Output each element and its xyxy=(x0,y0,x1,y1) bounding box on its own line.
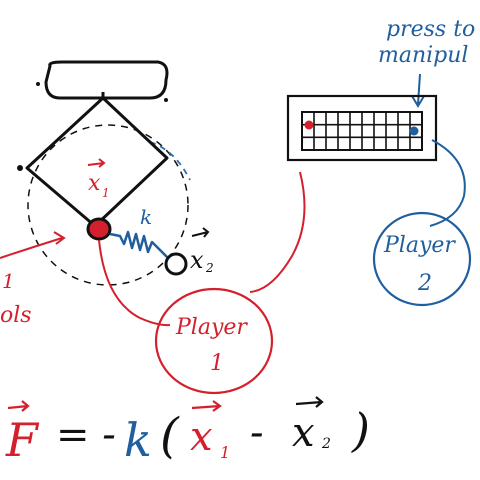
eq-minus: - xyxy=(250,410,264,456)
player2-title: Player xyxy=(383,233,456,258)
x1-vector-label: x 1 xyxy=(87,158,110,200)
keyboard-key-grid xyxy=(302,112,422,150)
eq-x1: x xyxy=(190,414,213,460)
press-arrow xyxy=(411,73,425,108)
x1-subscript: 1 xyxy=(102,186,110,200)
eq-x2-sub: 2 xyxy=(321,436,331,452)
eq-F: F xyxy=(5,413,40,467)
x2-vector-label: x 2 xyxy=(190,227,214,275)
pivot-dot-left xyxy=(36,82,40,86)
player1-badge[interactable] xyxy=(154,287,274,395)
player1-title: Player xyxy=(175,315,248,340)
eq-x1-sub: 1 xyxy=(220,443,230,462)
mass-x1[interactable] xyxy=(86,217,112,241)
eq-lparen: ( xyxy=(160,408,180,464)
x2-label: x xyxy=(190,246,204,274)
k-label: k xyxy=(140,205,152,229)
force-equation: F = - k ( x 1 - x 2 ) xyxy=(5,396,370,467)
x1-label: x xyxy=(88,171,101,196)
mass-x2[interactable] xyxy=(164,252,188,276)
left-node xyxy=(17,165,23,171)
player1-connector-left xyxy=(98,239,171,327)
dashed-orbit xyxy=(27,124,189,286)
player2-badge[interactable] xyxy=(372,211,472,307)
press-note-line1: press to xyxy=(386,17,475,42)
press-note-line2: manipul xyxy=(378,43,468,68)
keyboard-frame xyxy=(286,94,438,162)
player2-number: 2 xyxy=(417,271,432,296)
spring xyxy=(109,230,169,259)
left-partial-2: ols xyxy=(0,303,32,328)
eq-x2: x xyxy=(292,410,315,456)
keyboard[interactable] xyxy=(286,94,438,162)
eq-equals-minus: = - xyxy=(56,412,116,458)
left-partial-1: 1 xyxy=(2,269,15,293)
x2-subscript: 2 xyxy=(205,261,214,275)
left-red-arrow xyxy=(0,231,66,259)
keyboard-blue-key[interactable] xyxy=(409,126,419,136)
eq-rparen: ) xyxy=(351,403,370,457)
pivot-bar xyxy=(44,60,169,100)
player1-number: 1 xyxy=(210,351,224,376)
player1-connector-right xyxy=(249,171,306,293)
dashed-orbit-blue-arc xyxy=(149,141,191,181)
keyboard-red-key[interactable] xyxy=(304,120,314,130)
pivot-dot-right xyxy=(164,98,168,102)
eq-k: k xyxy=(124,413,152,467)
